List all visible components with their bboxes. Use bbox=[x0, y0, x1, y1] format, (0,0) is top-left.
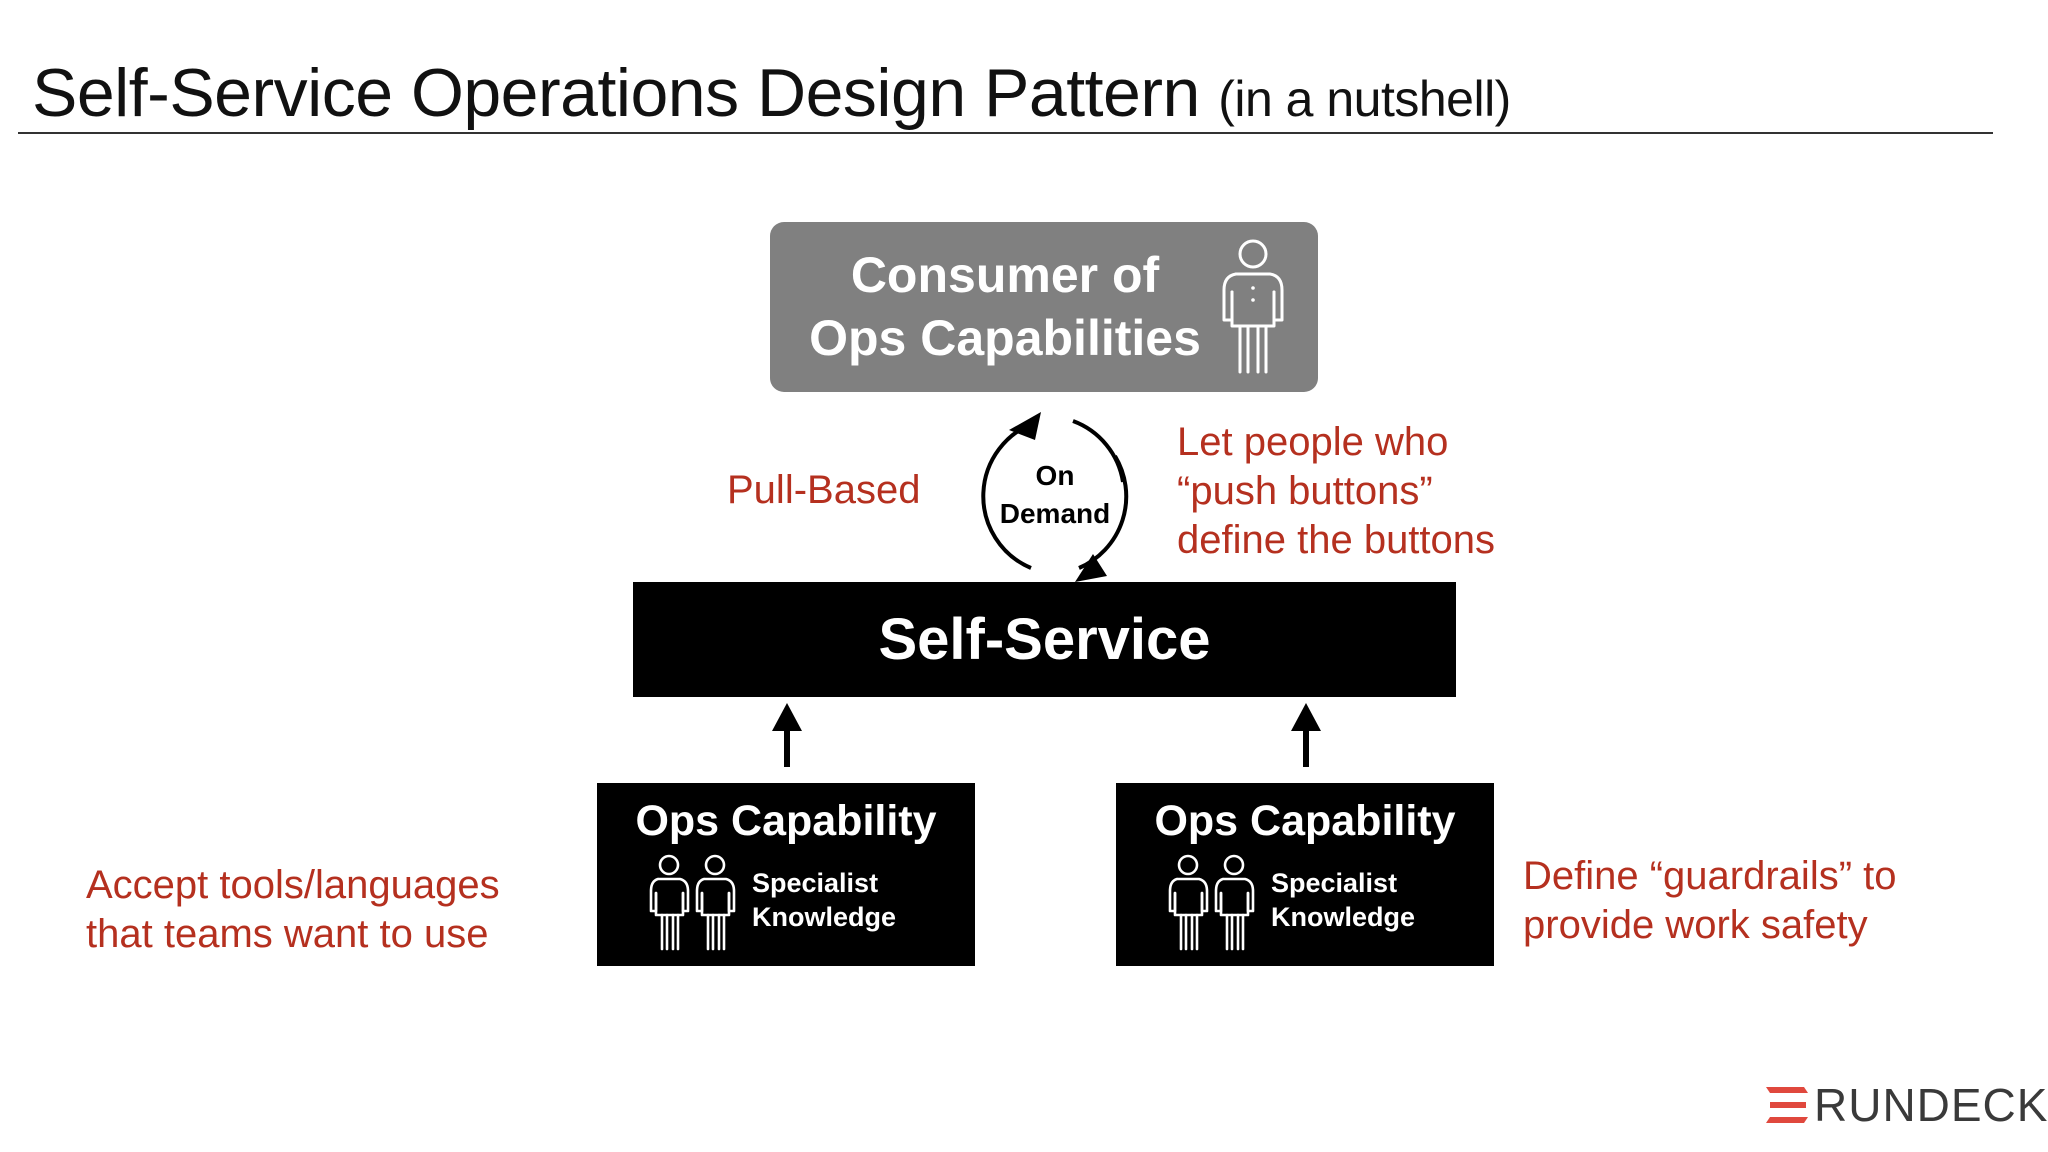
let-people-line-2: “push buttons” bbox=[1177, 469, 1433, 513]
let-people-line-1: Let people who bbox=[1177, 420, 1449, 464]
consumer-box: Consumer of Ops Capabilities bbox=[770, 222, 1318, 392]
ops-capability-title: Ops Capability bbox=[1154, 797, 1456, 845]
on-demand-line-2: Demand bbox=[999, 498, 1111, 529]
let-people-line-3: define the buttons bbox=[1177, 518, 1496, 562]
up-arrow-icon bbox=[772, 703, 802, 767]
define-line-1: Define “guardrails” to bbox=[1523, 854, 1897, 898]
up-arrow-icon bbox=[1291, 703, 1321, 767]
consumer-label: Consumer of Ops Capabilities bbox=[790, 244, 1220, 370]
pull-based-note: Pull-Based bbox=[727, 468, 921, 512]
on-demand-cycle-icon bbox=[981, 412, 1129, 582]
rundeck-wordmark: RUNDECK bbox=[1814, 1079, 2048, 1131]
self-service-label: Self-Service bbox=[878, 607, 1211, 672]
specialist-line: Specialist bbox=[1271, 868, 1398, 898]
person-icon bbox=[1222, 239, 1284, 374]
accept-line-1: Accept tools/languages bbox=[86, 863, 500, 907]
specialist-line: Specialist bbox=[752, 868, 879, 898]
title-main: Self-Service Operations Design Pattern bbox=[32, 55, 1200, 131]
define-line-2: provide work safety bbox=[1523, 903, 1868, 947]
title-sub: (in a nutshell) bbox=[1218, 71, 1511, 127]
self-service-box: Self-Service bbox=[633, 582, 1456, 697]
on-demand-line-1: On bbox=[1035, 460, 1075, 491]
ops-capability-box-2: Ops Capability Specialist Knowledge bbox=[1116, 783, 1494, 966]
consumer-line-2: Ops Capabilities bbox=[809, 310, 1201, 366]
accept-line-2: that teams want to use bbox=[86, 912, 489, 956]
specialist-knowledge-label: Specialist Knowledge bbox=[1271, 866, 1415, 934]
specialists-icon bbox=[649, 854, 736, 951]
ops-capability-title: Ops Capability bbox=[635, 797, 937, 845]
specialist-knowledge-label: Specialist Knowledge bbox=[752, 866, 896, 934]
title-divider bbox=[18, 132, 1993, 134]
rundeck-mark-icon bbox=[1766, 1087, 1808, 1123]
knowledge-line: Knowledge bbox=[1271, 902, 1416, 932]
let-people-note: Let people who “push buttons” define the… bbox=[1177, 418, 1495, 565]
knowledge-line: Knowledge bbox=[752, 902, 897, 932]
slide-title: Self-Service Operations Design Pattern (… bbox=[32, 54, 1511, 132]
define-guardrails-note: Define “guardrails” to provide work safe… bbox=[1523, 852, 1897, 950]
consumer-line-1: Consumer of bbox=[850, 247, 1160, 303]
ops-capability-box-1: Ops Capability Specialist Knowledge bbox=[597, 783, 975, 966]
rundeck-logo: RUNDECK bbox=[1766, 1078, 2048, 1132]
accept-tools-note: Accept tools/languages that teams want t… bbox=[86, 861, 500, 959]
specialists-icon bbox=[1168, 854, 1255, 951]
on-demand-label: On Demand bbox=[975, 457, 1135, 533]
